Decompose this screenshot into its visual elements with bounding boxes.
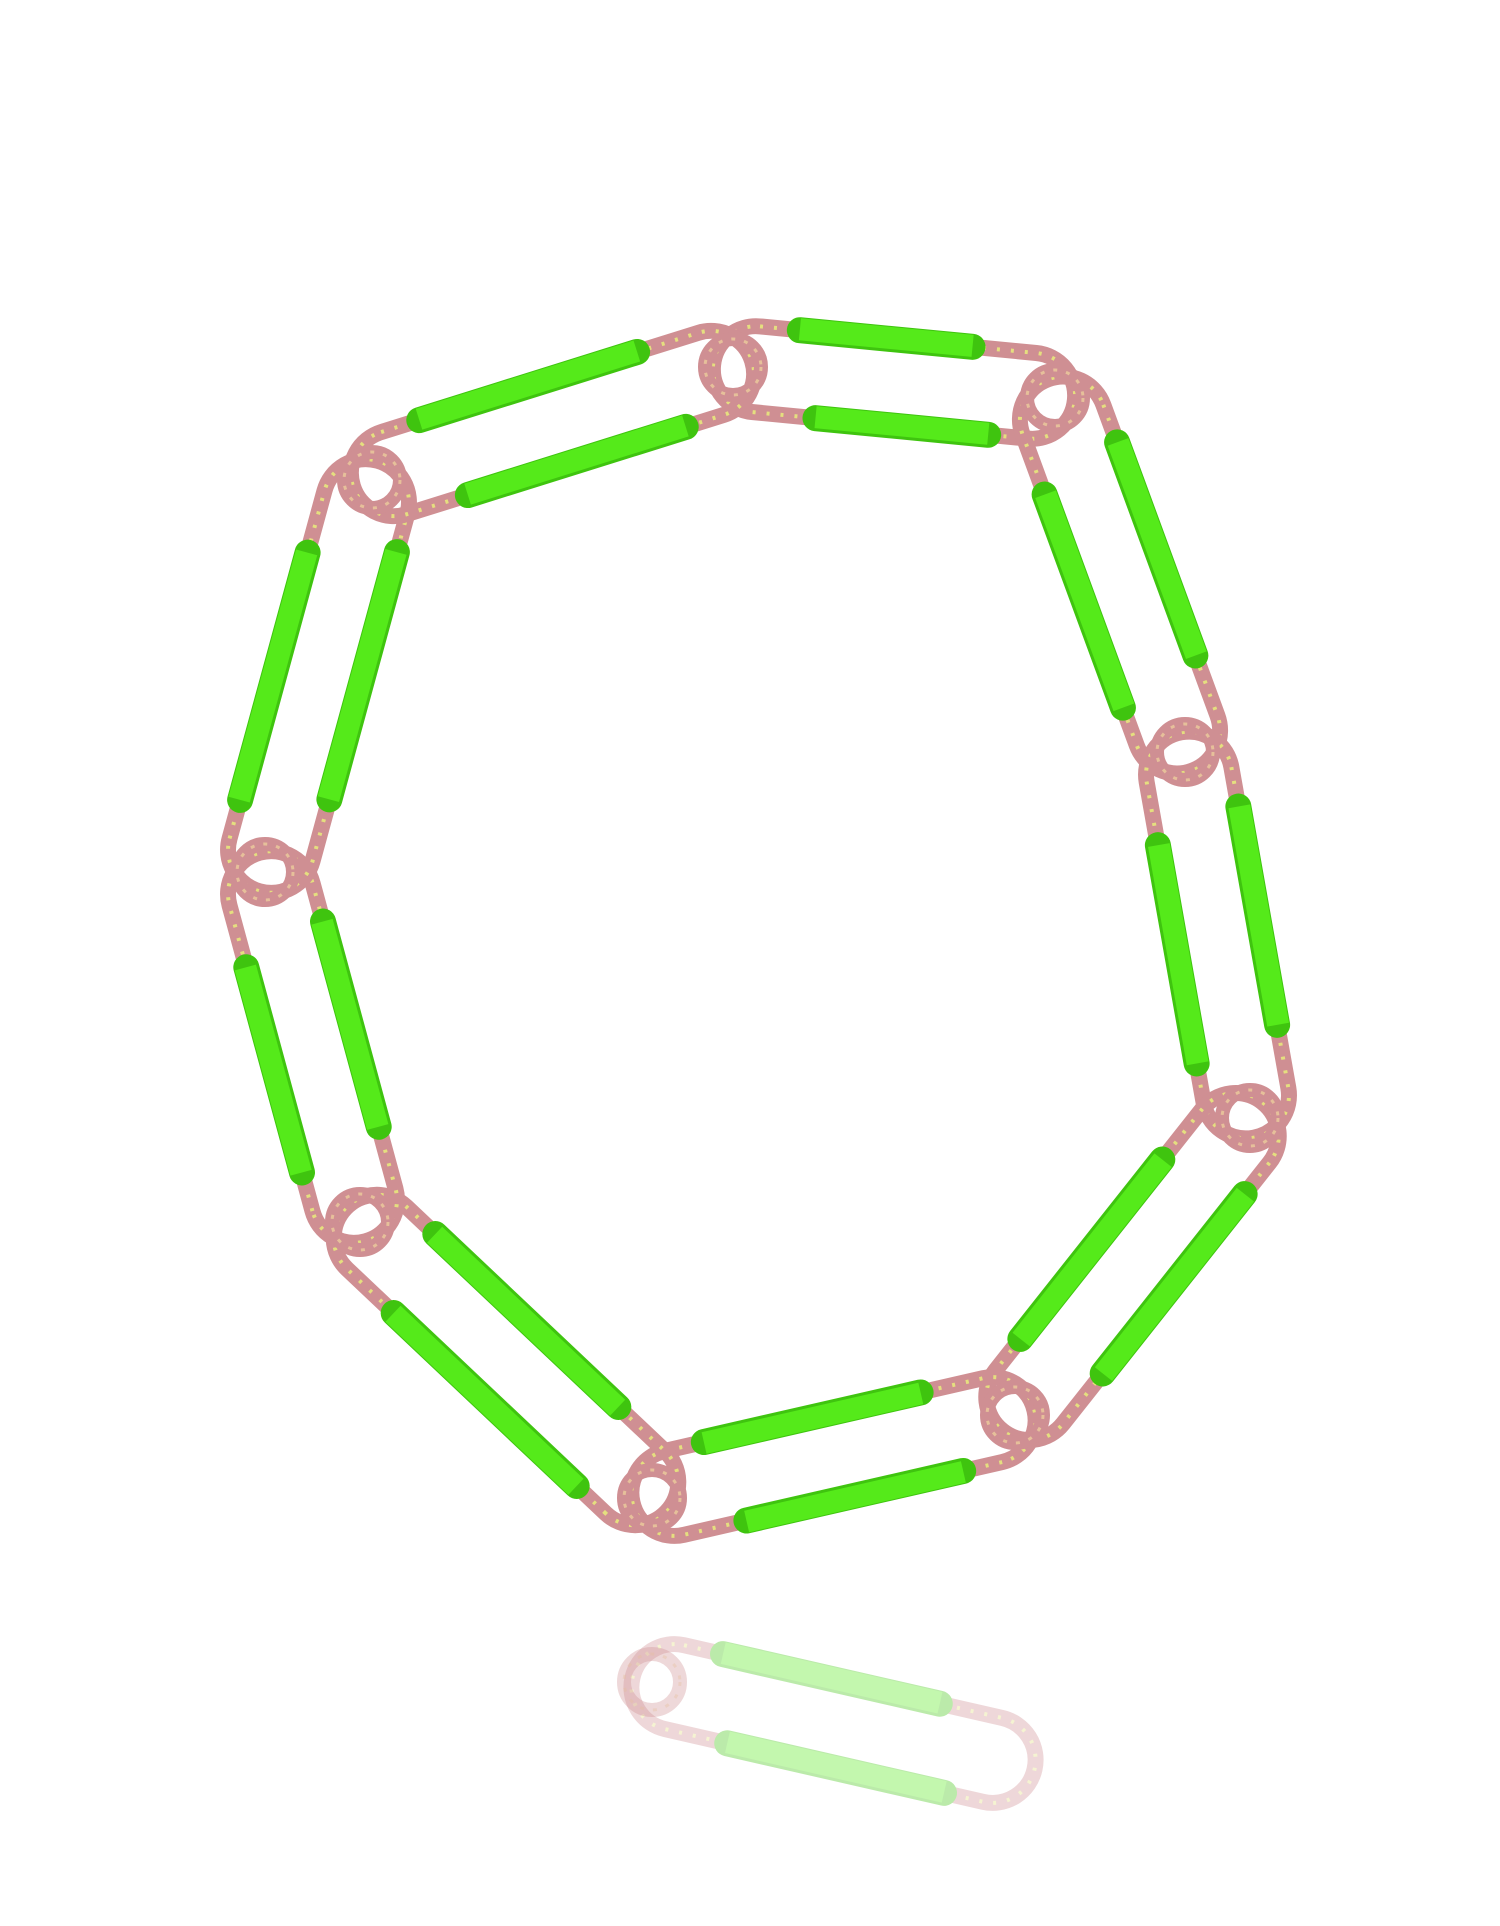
link-wire-speckle (710, 324, 1078, 441)
green-tube (724, 1731, 947, 1803)
joint-ring-speckle (703, 337, 763, 397)
green-tube-shadow (714, 1730, 958, 1806)
green-tube (1035, 490, 1135, 712)
green-tube (311, 918, 389, 1130)
green-tube (464, 415, 689, 505)
green-tube (720, 1642, 943, 1714)
green-tube (1228, 804, 1289, 1027)
chain-link (704, 317, 1084, 448)
green-tube (228, 549, 318, 803)
green-tube (1012, 1153, 1172, 1347)
joint-ring-speckle (1025, 368, 1085, 428)
chain-link (623, 1369, 1044, 1544)
link-wire-speckle (629, 1642, 1038, 1805)
green-tube (744, 1461, 966, 1533)
link-wire-speckle (629, 1375, 1038, 1538)
necklace-reflection (617, 1636, 1044, 1811)
chain-link (1011, 368, 1229, 782)
green-tube-shadow (709, 1641, 953, 1717)
necklace-chain (220, 317, 1297, 1544)
green-tube (234, 964, 312, 1176)
green-tube (1107, 438, 1207, 659)
chain-link (220, 843, 405, 1251)
green-tube (1094, 1187, 1255, 1381)
green-tube (415, 340, 641, 430)
joint-ring-speckle (622, 1652, 682, 1712)
green-tube (701, 1382, 924, 1454)
joint-ring-speckle (1220, 1088, 1280, 1148)
chain-link (342, 322, 763, 525)
green-tube (1148, 843, 1209, 1066)
green-tube (798, 318, 974, 357)
green-tube (317, 548, 407, 803)
chain-link (220, 451, 417, 901)
joint-ring-speckle (235, 842, 295, 902)
chain-link (325, 1186, 687, 1534)
link-wire-loop (623, 1636, 1044, 1811)
chain-link (623, 1636, 1044, 1811)
joint-ring-speckle (622, 1468, 682, 1528)
joint-ring-speckle (1155, 722, 1215, 782)
chain-link (1138, 723, 1297, 1147)
joint-ring-speckle (330, 1192, 390, 1252)
green-tube (814, 406, 990, 445)
joint-ring (617, 1647, 687, 1717)
green-tube (385, 1305, 584, 1495)
joint-ring-speckle (342, 450, 402, 510)
joint-ring-speckle (985, 1385, 1045, 1445)
chain-link (978, 1085, 1287, 1448)
green-tube (427, 1226, 626, 1416)
link-wire-speckle (1144, 729, 1291, 1141)
